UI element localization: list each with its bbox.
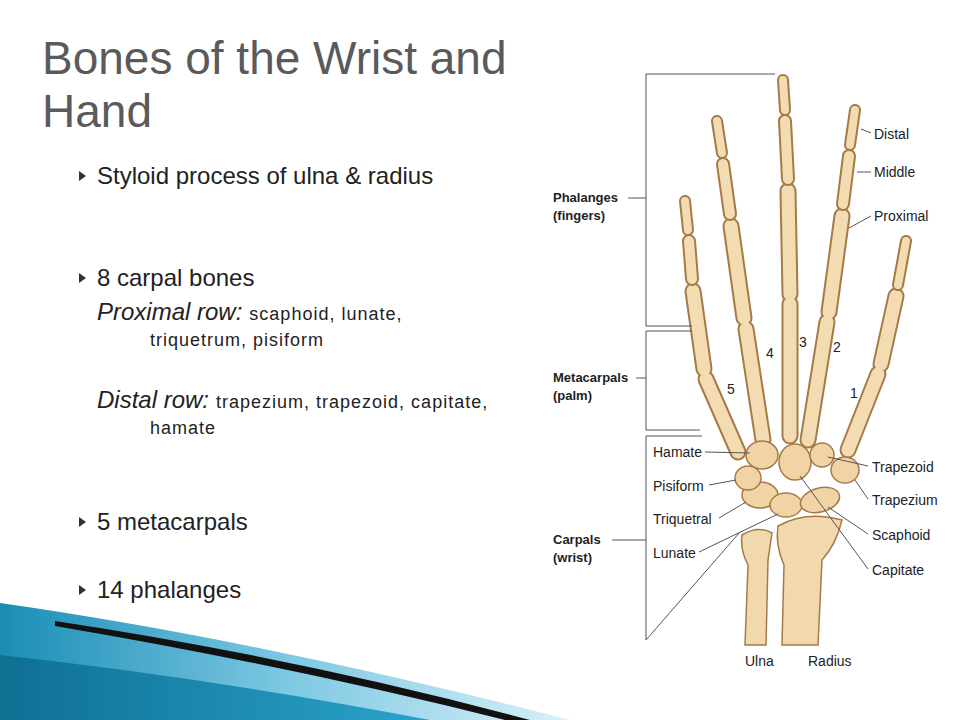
distal-row-line: Distal row:trapezium, trapezoid, capitat… [97,384,500,441]
part-label: Lunate [653,544,696,562]
part-label: Radius [808,652,852,670]
part-label: Trapezium [872,491,938,509]
radius-bone [777,516,842,645]
callout-number: 4 [766,344,774,362]
callout-number: 3 [799,333,807,351]
part-label: Triquetral [653,510,712,528]
swoosh-dark [0,655,430,720]
bullet-text: 8 carpal bones [97,262,254,293]
part-label: Middle [874,163,915,181]
part-label: Hamate [653,443,702,461]
part-label: Pisiform [653,477,704,495]
proximal-row-line: Proximal row:scaphoid, lunate, triquetru… [97,296,500,353]
callout-number: 1 [850,384,858,402]
bullet-text: 14 phalanges [97,574,241,605]
bullet-text: Styloid process of ulna & radius [97,160,467,191]
swoosh-light [0,603,570,720]
part-label: Trapezoid [872,458,934,476]
group-label: Carpals (wrist) [553,531,633,566]
part-label: Capitate [872,561,924,579]
finger-bones [685,80,906,452]
part-label: Ulna [745,652,774,670]
leader-lines [699,129,871,569]
callout-number: 5 [727,380,735,398]
callout-number: 2 [833,338,841,356]
row-heading: Proximal row: [97,298,242,325]
bullet-markers [79,171,86,595]
group-label: Phalanges (fingers) [553,189,643,224]
ulna-bone [742,529,772,645]
part-label: Proximal [874,207,928,225]
part-label: Scaphoid [872,526,930,544]
carpal-bones [735,441,859,517]
row-heading: Distal row: [97,386,209,413]
part-label: Distal [874,125,909,143]
group-label: Metacarpals (palm) [553,369,643,404]
swoosh-line [55,621,530,720]
bullet-text: 5 metacarpals [97,506,248,537]
slide-title: Bones of the Wrist and Hand [42,32,512,138]
group-brackets [612,74,775,640]
